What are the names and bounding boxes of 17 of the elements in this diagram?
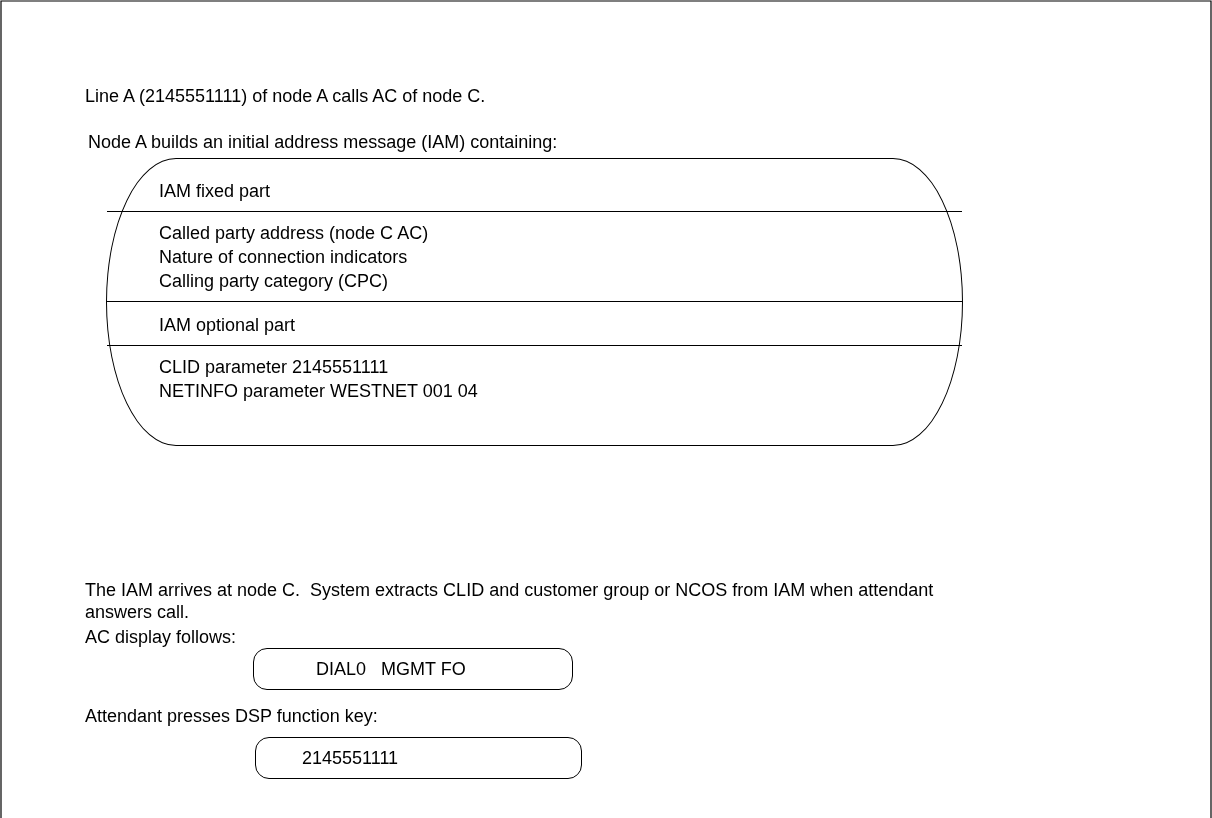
text-label: Line A (2145551111) of node A calls AC of node C. xyxy=(85,85,487,107)
field-text: Nature of connection indicators xyxy=(159,246,409,269)
display-text: 2145551111 xyxy=(302,747,399,769)
field-text: Calling party category (CPC) xyxy=(159,270,390,293)
text-label: AC display follows: xyxy=(85,626,238,648)
display-text: DIAL0 MGMT FO xyxy=(316,658,466,680)
section-heading: IAM fixed part xyxy=(159,180,272,203)
field-text: CLID parameter 2145551111 xyxy=(159,356,390,379)
text-label: Attendant presses DSP function key: xyxy=(85,705,379,727)
message-box xyxy=(106,158,963,446)
display-box xyxy=(253,648,573,690)
section-heading: IAM optional part xyxy=(159,314,297,337)
text-label: Node A builds an initial address message (IAM) containing: xyxy=(88,131,559,153)
field-text: NETINFO parameter WESTNET 001 04 xyxy=(159,380,479,403)
text-label: The IAM arrives at node C. System extracts CLID and customer group or NCOS from IAM when attendant answers call. xyxy=(85,579,935,623)
display-box xyxy=(255,737,582,779)
field-text: Called party address (node C AC) xyxy=(159,222,430,245)
